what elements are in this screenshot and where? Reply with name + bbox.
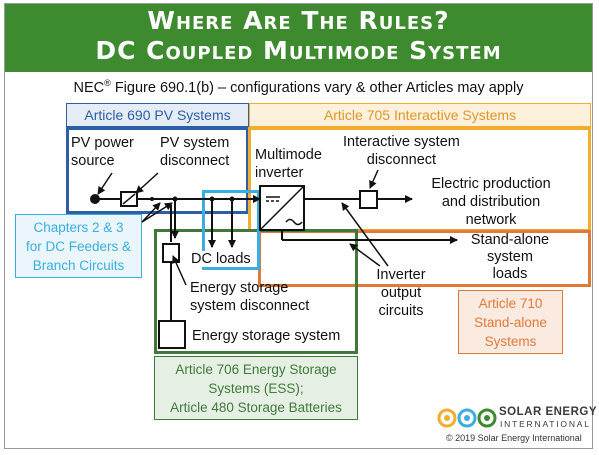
org-name-line-1: SOLAR ENERGY — [499, 406, 598, 418]
interactive-disconnect-symbol — [359, 190, 378, 209]
inverter-ac-mark — [285, 218, 303, 226]
inverter-output-line-1: Inverter — [376, 267, 426, 283]
standalone-loads-line-2: system — [487, 249, 533, 265]
inverter-line-2: inverter — [255, 165, 304, 181]
inverter-output-line-2: output — [380, 285, 422, 301]
ess-disconnect-label: Energy storage system disconnect — [190, 279, 309, 315]
article-706-region — [154, 229, 358, 354]
chapters-pointer-2 — [141, 202, 161, 223]
ess-disconnect-line-2: system disconnect — [190, 298, 310, 314]
standalone-loads-label: Stand-alone system loads — [464, 232, 556, 283]
pv-source-label: PV power source — [71, 134, 134, 170]
article-705-label-box: Article 705 Interactive Systems — [249, 103, 591, 127]
pv-source-line-1: PV power — [71, 135, 134, 151]
standalone-loads-line-1: Stand-alone — [470, 232, 550, 248]
chapters-line-1: Chapters 2 & 3 — [33, 220, 124, 235]
network-label: Electric production and distribution net… — [410, 175, 572, 229]
article-690-label-box: Article 690 PV Systems — [66, 103, 249, 127]
ess-disconnect-pointer — [172, 255, 187, 286]
pv-disconnect-line-1: PV system — [160, 135, 230, 151]
inverter-line-1: Multimode — [255, 147, 322, 163]
article-706-line-2: Systems (ESS); — [208, 381, 304, 396]
dc-loads-region — [202, 190, 260, 270]
org-name-line-2: INTERNATIONAL — [500, 419, 591, 429]
article-710-line-1: Article 710 — [478, 296, 543, 311]
inverter-label: Multimode inverter — [255, 146, 322, 182]
inverter-output-pointer-1 — [341, 202, 389, 267]
pv-disconnect-pointer — [135, 172, 159, 194]
caption-suffix: Figure 690.1(b) – configurations vary & … — [110, 79, 524, 96]
interactive-disconnect-label: Interactive system disconnect — [343, 133, 460, 169]
pv-disconnect-hatch — [122, 193, 136, 205]
article-710-label-box: Article 710 Stand-alone Systems — [458, 290, 563, 354]
caption-prefix: NEC — [73, 79, 105, 96]
network-line-1: Electric production — [431, 176, 551, 192]
interactive-disconnect-line-2: disconnect — [366, 152, 437, 168]
dc-loads-label: DC loads — [189, 251, 253, 267]
inverter-output-pointer-2 — [349, 243, 381, 267]
article-706-label-box: Article 706 Energy Storage Systems (ESS)… — [154, 356, 358, 420]
title-line-1: Where Are The Rules? — [147, 6, 450, 35]
article-706-line-3: Article 480 Storage Batteries — [170, 400, 342, 415]
inverter-output-label: Inverter output circuits — [368, 266, 434, 320]
ess-disconnect-symbol — [162, 243, 180, 263]
chapters-label-box: Chapters 2 & 3 for DC Feeders & Branch C… — [15, 214, 142, 278]
network-line-3: network — [465, 212, 517, 228]
article-710-line-3: Systems — [484, 334, 537, 349]
standalone-loads-line-3: loads — [492, 266, 528, 282]
article-690-label: Article 690 PV Systems — [84, 107, 231, 123]
figure-caption: NEC® Figure 690.1(b) – configurations va… — [5, 78, 592, 96]
article-705-label: Article 705 Interactive Systems — [323, 107, 517, 123]
pv-source-pointer — [97, 172, 113, 195]
chapters-line-2: for DC Feeders & — [25, 239, 132, 254]
article-710-line-2: Stand-alone — [474, 315, 547, 330]
pv-disconnect-line-2: disconnect — [160, 153, 230, 169]
interactive-disconnect-pointer — [369, 169, 379, 189]
chapters-pointer-1 — [141, 202, 173, 223]
registered-mark: ® — [104, 78, 111, 88]
sei-logo-icon — [437, 408, 497, 428]
title-line-2: DC Coupled Multimode System — [95, 36, 502, 65]
pv-source-line-2: source — [71, 153, 115, 169]
interactive-disconnect-line-1: Interactive system — [343, 134, 460, 150]
inverter-diagonal — [259, 185, 305, 231]
dc-junction-1 — [150, 197, 154, 201]
inverter-output-line-3: circuits — [378, 303, 424, 319]
ess-battery-symbol — [158, 320, 186, 349]
article-706-line-1: Article 706 Energy Storage — [175, 362, 337, 377]
chapters-line-3: Branch Circuits — [32, 258, 125, 273]
pv-disconnect-label: PV system disconnect — [160, 134, 229, 170]
title-banner — [5, 4, 592, 72]
slide-frame — [4, 3, 593, 449]
network-line-2: and distribution — [441, 194, 541, 210]
ess-disconnect-line-1: Energy storage — [190, 280, 289, 296]
copyright-text: © 2019 Solar Energy International — [446, 433, 582, 443]
ess-label: Energy storage system — [192, 328, 341, 344]
